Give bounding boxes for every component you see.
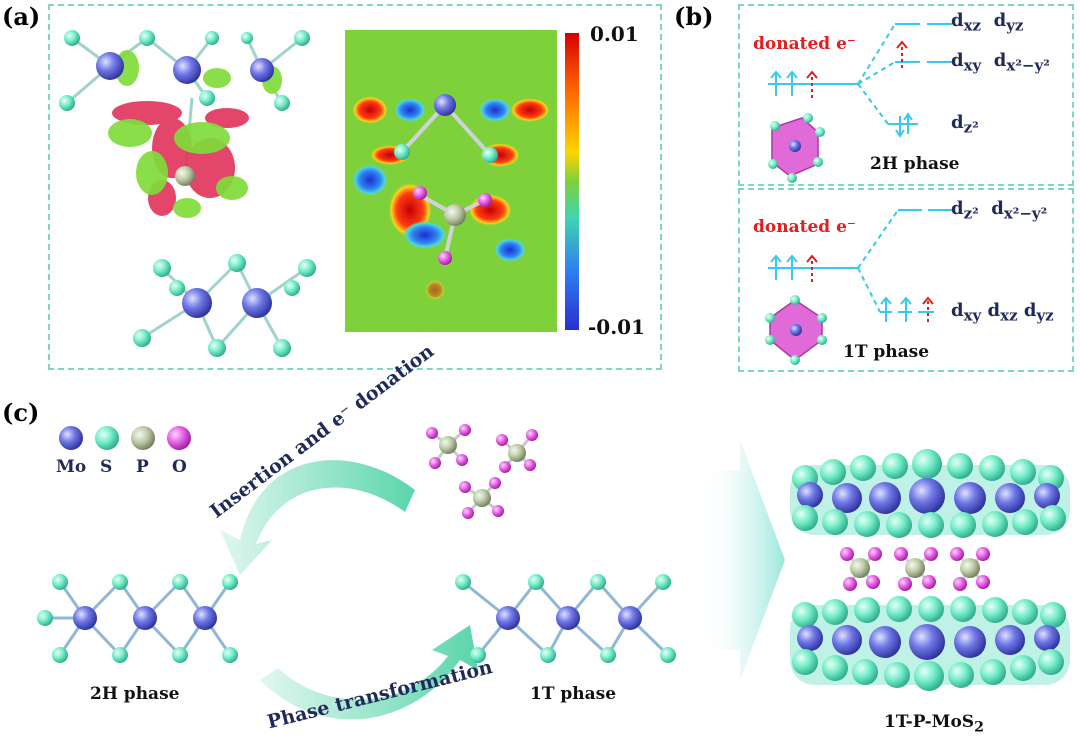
charge-density-structure	[59, 30, 316, 357]
legend-item-p: P	[130, 425, 162, 485]
legend-item-s: S	[94, 425, 126, 485]
orbital-diagram-1t	[765, 209, 952, 365]
colorbar-min-label: -0.01	[588, 315, 646, 339]
charge-density-contour-map	[345, 30, 557, 332]
lattice-2h	[37, 574, 238, 663]
legend-label: P	[136, 457, 149, 477]
panel-a-frame	[48, 4, 662, 370]
orbital-diagram-2h	[768, 23, 952, 183]
phase-1t-label: 1T phase	[843, 342, 930, 362]
orbital-dxy-dxz-dyz-label: dxy dxz dyz	[951, 300, 1054, 325]
panel-b-label: (b)	[674, 2, 714, 31]
donated-electron-label-1t: donated e⁻	[753, 217, 856, 237]
phosphate-molecules	[426, 424, 538, 519]
orbital-dxy-dx2y2-label: dxy dx²−y²	[951, 50, 1050, 75]
legend-label: S	[100, 457, 113, 477]
lattice-1t-label: 1T phase	[530, 684, 617, 704]
legend-swatch	[95, 426, 119, 450]
lattice-2h-label: 2H phase	[90, 684, 180, 704]
legend-swatch	[131, 426, 155, 450]
product-label: 1T-P-MoS2	[884, 712, 984, 736]
legend-swatch	[167, 426, 191, 450]
orbital-dz2-label-2h: dz²	[951, 112, 979, 137]
colorbar	[565, 33, 579, 330]
legend-label: O	[172, 457, 187, 477]
intercalated-structure	[790, 449, 1070, 691]
orbital-dxz-dyz-label: dxz dyz	[951, 10, 1024, 35]
orbital-dz2-dx2y2-label: dz² dx²−y²	[951, 198, 1048, 223]
legend-swatch	[59, 426, 83, 450]
phase-cycle-arrows	[220, 460, 478, 720]
lattice-1t	[455, 574, 676, 663]
legend-label: Mo	[56, 457, 87, 477]
panel-c-label: (c)	[2, 398, 40, 427]
legend-item-mo: Mo	[56, 425, 90, 485]
panel-b-2h-frame	[738, 4, 1074, 186]
atom-legend: Mo S P O	[50, 425, 200, 485]
panel-a-label: (a)	[2, 2, 41, 31]
colorbar-max-label: 0.01	[590, 22, 639, 46]
legend-item-o: O	[166, 425, 198, 485]
donated-electron-label-2h: donated e⁻	[753, 34, 856, 54]
transition-arrow	[700, 440, 785, 680]
panel-b-1t-frame	[738, 188, 1074, 372]
phase-2h-label: 2H phase	[870, 154, 960, 174]
